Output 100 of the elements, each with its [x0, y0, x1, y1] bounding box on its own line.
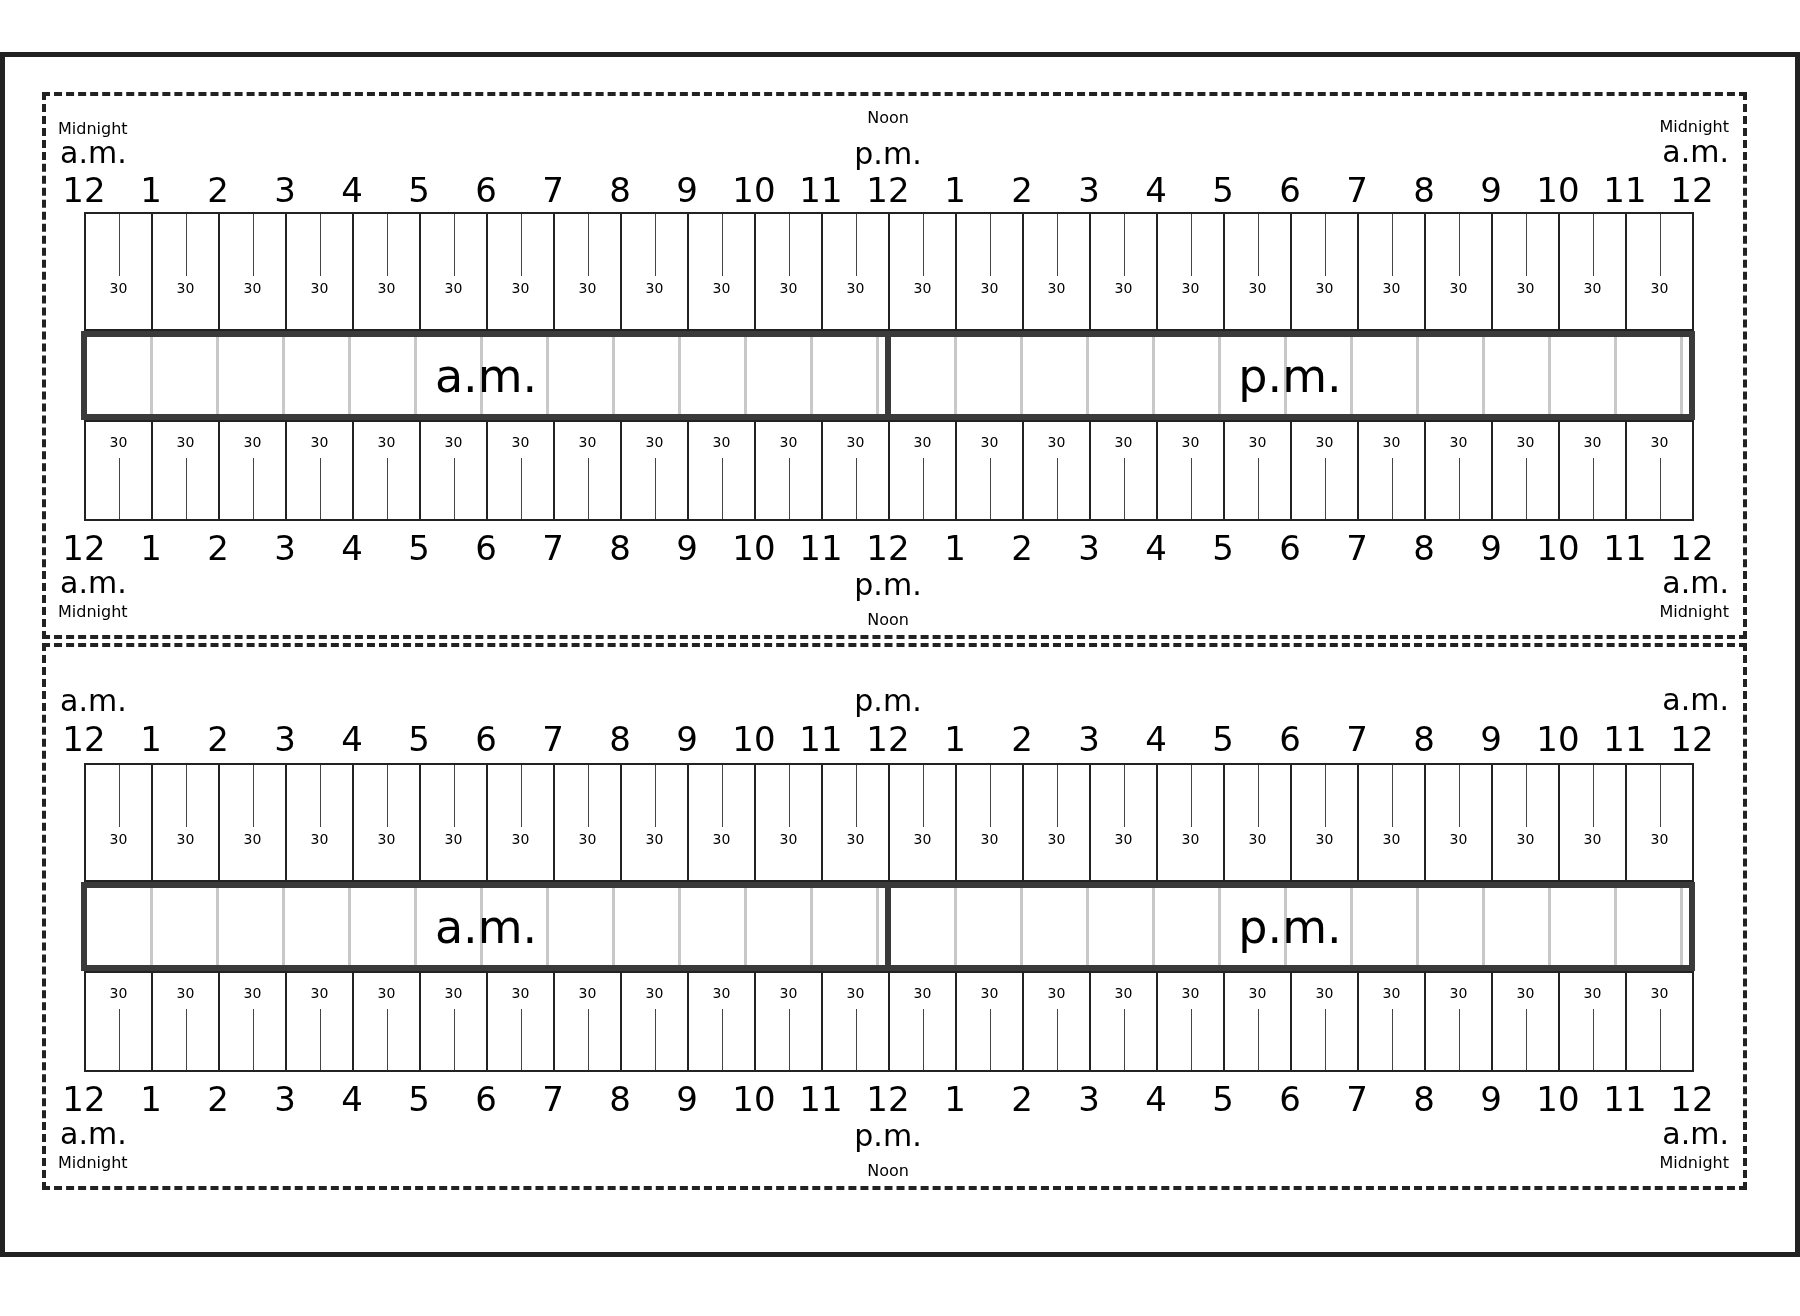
hour-cell [352, 971, 421, 1072]
minute-label: 30 [1180, 831, 1201, 847]
hour-number: 4 [1145, 173, 1167, 207]
hour-cell [84, 763, 153, 882]
minute-label: 30 [644, 280, 665, 296]
period-label: a.m. [1662, 568, 1729, 598]
hour-cell [419, 212, 488, 331]
minute-label: 30 [1046, 280, 1067, 296]
hour-cell [84, 971, 153, 1072]
minute-label: 30 [845, 434, 866, 450]
hour-number: 10 [1536, 531, 1580, 565]
minute-label: 30 [443, 985, 464, 1001]
hour-number: 3 [274, 722, 296, 756]
minute-label: 30 [1247, 434, 1268, 450]
hour-cell [1491, 971, 1560, 1072]
hour-cell [1223, 763, 1292, 882]
hour-number: 2 [207, 173, 229, 207]
hour-number: 6 [1279, 1082, 1301, 1116]
minute-label: 30 [1113, 434, 1134, 450]
minute-label: 30 [1180, 985, 1201, 1001]
minute-label: 30 [577, 434, 598, 450]
hour-number: 3 [274, 173, 296, 207]
hour-cell [1424, 420, 1493, 521]
hour-cell [888, 420, 957, 521]
minute-label: 30 [1649, 985, 1670, 1001]
minute-label: 30 [644, 831, 665, 847]
hour-number: 7 [542, 173, 564, 207]
hour-number: 5 [408, 722, 430, 756]
hour-cell [218, 763, 287, 882]
hour-number: 2 [1011, 173, 1033, 207]
hour-cell [1558, 763, 1627, 882]
hour-cell [620, 971, 689, 1072]
minute-label: 30 [443, 434, 464, 450]
minute-label: 30 [510, 831, 531, 847]
minute-label: 30 [242, 831, 263, 847]
hour-cell [151, 971, 220, 1072]
hour-cell [1357, 420, 1426, 521]
minute-label: 30 [175, 434, 196, 450]
hour-number: 8 [1413, 531, 1435, 565]
hour-number: 3 [1078, 1082, 1100, 1116]
hour-number: 4 [1145, 722, 1167, 756]
period-label: a.m. [60, 568, 127, 598]
period-label: p.m. [1238, 348, 1342, 403]
minute-label: 30 [912, 434, 933, 450]
minute-label: 30 [979, 985, 1000, 1001]
minute-label: 30 [1381, 831, 1402, 847]
period-label: a.m. [60, 1119, 127, 1149]
time-note: Noon [867, 110, 909, 126]
hour-number: 12 [62, 173, 106, 207]
hour-number: 10 [732, 531, 776, 565]
hour-number: 6 [475, 1082, 497, 1116]
hour-number: 4 [341, 722, 363, 756]
hour-cell [218, 420, 287, 521]
hour-number: 5 [1212, 1082, 1234, 1116]
hour-cell [486, 420, 555, 521]
minute-label: 30 [108, 434, 129, 450]
minute-label: 30 [242, 280, 263, 296]
hour-cell [553, 763, 622, 882]
hour-cell [151, 763, 220, 882]
minute-label: 30 [577, 831, 598, 847]
hour-number: 3 [1078, 531, 1100, 565]
hour-cell [1625, 212, 1694, 331]
minute-label: 30 [1113, 985, 1134, 1001]
hour-number: 5 [408, 173, 430, 207]
minute-label: 30 [443, 280, 464, 296]
hour-number: 1 [140, 531, 162, 565]
hour-cell [1089, 420, 1158, 521]
minute-label: 30 [778, 434, 799, 450]
hour-number: 12 [866, 173, 910, 207]
minute-label: 30 [1515, 434, 1536, 450]
hour-number: 2 [1011, 531, 1033, 565]
hour-cell [1156, 971, 1225, 1072]
hour-number: 7 [1346, 722, 1368, 756]
minute-label: 30 [1448, 280, 1469, 296]
hour-cell [1022, 971, 1091, 1072]
hour-cell [1223, 420, 1292, 521]
hour-number: 12 [866, 722, 910, 756]
hour-number: 10 [732, 722, 776, 756]
hour-cell [955, 420, 1024, 521]
hour-cell [285, 763, 354, 882]
hour-cell [1290, 420, 1359, 521]
hour-number: 8 [1413, 173, 1435, 207]
time-note: Noon [867, 612, 909, 628]
minute-label: 30 [1046, 831, 1067, 847]
hour-number: 5 [1212, 173, 1234, 207]
minute-label: 30 [1180, 280, 1201, 296]
hour-number: 6 [475, 531, 497, 565]
hour-number: 3 [1078, 173, 1100, 207]
hour-cell [754, 212, 823, 331]
time-note: Midnight [58, 121, 128, 137]
minute-label: 30 [1582, 831, 1603, 847]
time-note: Noon [867, 1163, 909, 1179]
hour-cell [1558, 212, 1627, 331]
minute-label: 30 [309, 831, 330, 847]
hour-number: 4 [341, 173, 363, 207]
hour-number: 8 [609, 531, 631, 565]
hour-cell [1089, 763, 1158, 882]
hour-number: 8 [609, 722, 631, 756]
hour-number: 8 [1413, 1082, 1435, 1116]
hour-cell [1625, 971, 1694, 1072]
